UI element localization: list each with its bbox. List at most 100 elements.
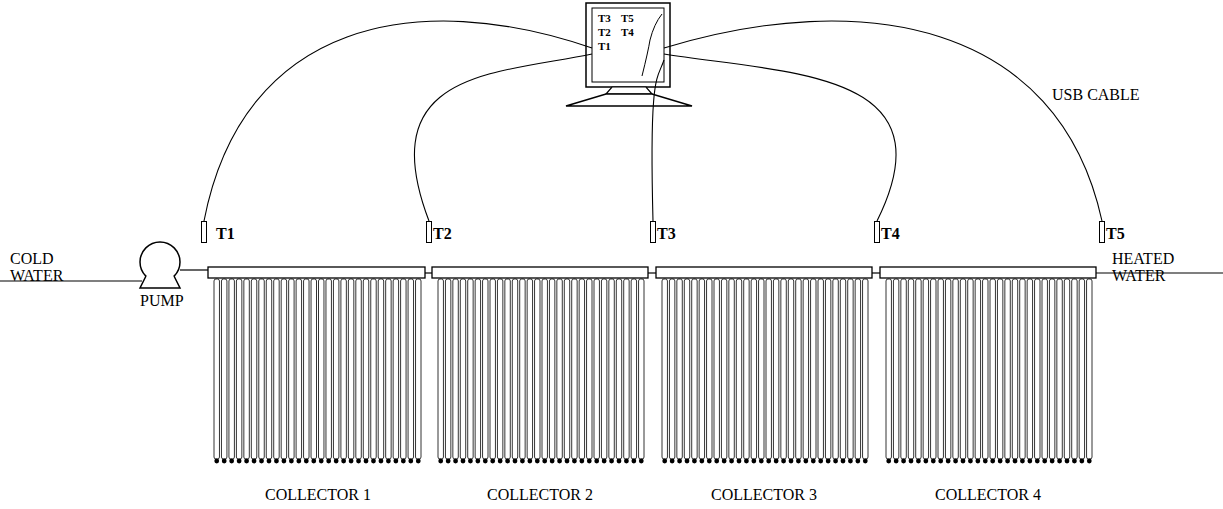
vacuum-tube <box>453 279 458 459</box>
vacuum-tube <box>408 279 413 459</box>
vacuum-tube <box>542 279 547 459</box>
tube-end <box>490 459 495 464</box>
tube-end <box>356 459 361 464</box>
vacuum-tube <box>587 279 592 459</box>
tube-end <box>438 459 443 464</box>
tube-end <box>379 459 384 464</box>
inlet-label: COLD WATER <box>10 250 80 284</box>
screen-reading: T2 <box>598 26 611 38</box>
tube-end <box>789 459 794 464</box>
sensor-label: T1 <box>216 225 235 242</box>
link-pipe <box>425 272 432 273</box>
vacuum-tube <box>773 279 778 459</box>
tube-end <box>953 459 958 464</box>
tube-end <box>505 459 510 464</box>
vacuum-tube <box>729 279 734 459</box>
tube-end <box>587 459 592 464</box>
vacuum-tube <box>833 279 838 459</box>
tube-end <box>1079 459 1084 464</box>
vacuum-tube <box>848 279 853 459</box>
vacuum-tube <box>311 279 316 459</box>
vacuum-tube <box>893 279 898 459</box>
screen-reading: T3 <box>598 12 611 24</box>
vacuum-tube <box>669 279 674 459</box>
tube-end <box>639 459 644 464</box>
vacuum-tube <box>945 279 950 459</box>
link-pipe <box>872 272 880 273</box>
vacuum-tube <box>751 279 756 459</box>
vacuum-tube <box>416 279 421 459</box>
sensor-label: T5 <box>1106 225 1125 242</box>
tube-end <box>781 459 786 464</box>
tube-end <box>446 459 451 464</box>
vacuum-tube <box>1072 279 1077 459</box>
tube-end <box>744 459 749 464</box>
tube-end <box>998 459 1003 464</box>
vacuum-tube <box>699 279 704 459</box>
vacuum-tube <box>1057 279 1062 459</box>
tube-end <box>214 459 219 464</box>
tube-end <box>833 459 838 464</box>
vacuum-tube <box>825 279 830 459</box>
tube-end <box>631 459 636 464</box>
vacuum-tube <box>1042 279 1047 459</box>
vacuum-tube <box>221 279 226 459</box>
tube-end <box>252 459 257 464</box>
vacuum-tube <box>296 279 301 459</box>
tube-end <box>841 459 846 464</box>
monitor-frame <box>586 3 670 87</box>
monitor-stand <box>566 94 692 106</box>
tube-end <box>774 459 779 464</box>
tube-end <box>326 459 331 464</box>
tube-end <box>498 459 503 464</box>
vacuum-tube <box>968 279 973 459</box>
tube-end <box>341 459 346 464</box>
vacuum-tube <box>497 279 502 459</box>
vacuum-tube <box>997 279 1002 459</box>
vacuum-tube <box>401 279 406 459</box>
tube-end <box>1057 459 1062 464</box>
pump-outlet-pipe <box>180 269 208 270</box>
vacuum-tube <box>1005 279 1010 459</box>
vacuum-tube <box>811 279 816 459</box>
vacuum-tube <box>803 279 808 459</box>
tube-end <box>535 459 540 464</box>
screen-reading: T4 <box>621 26 634 38</box>
tube-end <box>408 459 413 464</box>
tube-end <box>826 459 831 464</box>
tube-end <box>319 459 324 464</box>
tube-end <box>237 459 242 464</box>
tube-end <box>468 459 473 464</box>
tube-end <box>975 459 980 464</box>
tube-end <box>222 459 227 464</box>
tube-end <box>296 459 301 464</box>
tube-end <box>961 459 966 464</box>
usb-cable <box>652 60 664 221</box>
tube-end <box>244 459 249 464</box>
tube-end <box>916 459 921 464</box>
tube-end <box>1027 459 1032 464</box>
vacuum-tube <box>371 279 376 459</box>
vacuum-tube <box>707 279 712 459</box>
vacuum-tube <box>594 279 599 459</box>
tube-end <box>274 459 279 464</box>
tube-end <box>259 459 264 464</box>
tube-end <box>707 459 712 464</box>
vacuum-tube <box>505 279 510 459</box>
tube-end <box>990 459 995 464</box>
collector-label: COLLECTOR 3 <box>711 486 817 503</box>
link-pipe <box>648 272 656 273</box>
vacuum-tube <box>953 279 958 459</box>
tube-end <box>371 459 376 464</box>
vacuum-tube <box>319 279 324 459</box>
screen-reading: T5 <box>621 12 634 24</box>
vacuum-tube <box>677 279 682 459</box>
vacuum-tube <box>520 279 525 459</box>
tube-end <box>565 459 570 464</box>
vacuum-tube <box>931 279 936 459</box>
vacuum-tube <box>549 279 554 459</box>
tube-end <box>520 459 525 464</box>
tube-end <box>513 459 518 464</box>
vacuum-tube <box>863 279 868 459</box>
